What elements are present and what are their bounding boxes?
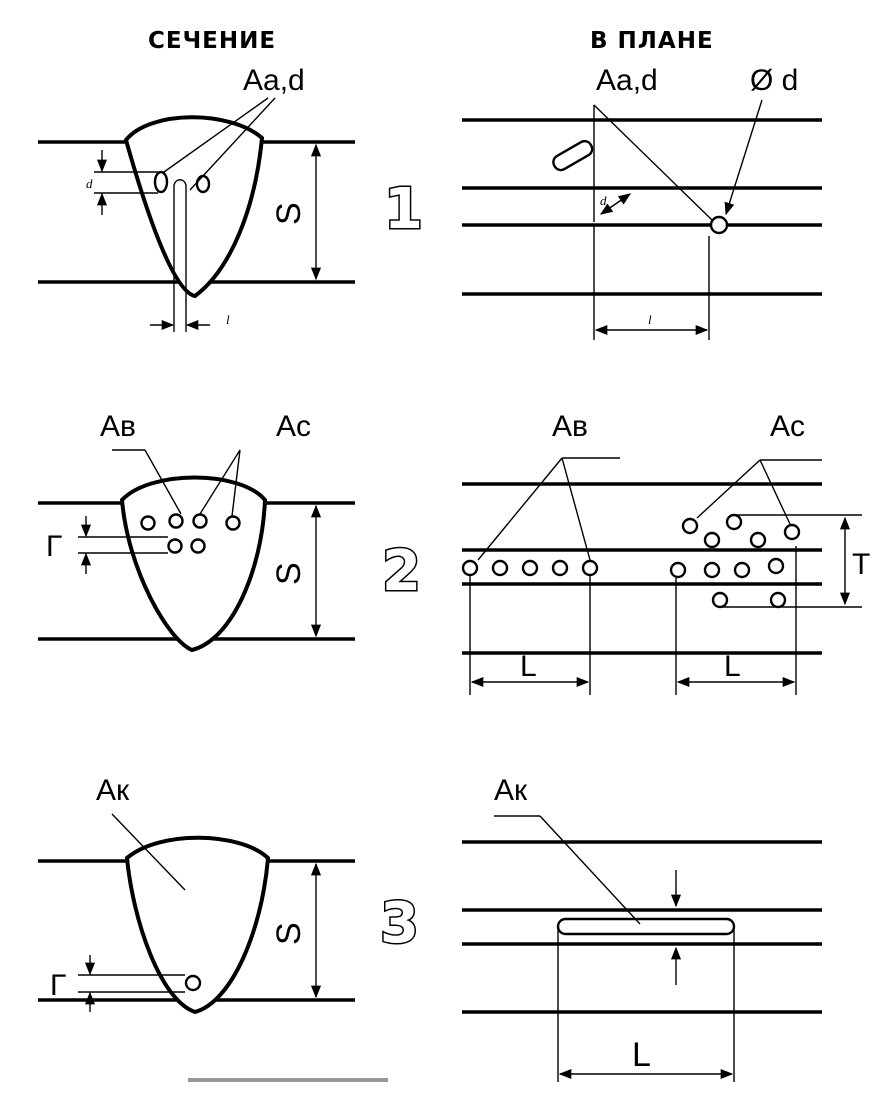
pore [192,513,208,529]
pore [711,591,729,609]
label-ak-plan: Ак [494,774,528,807]
label-diameter: Ø d [750,64,798,97]
pore [767,557,785,575]
row3-section: Ак Г S [38,774,355,1015]
dim-d-label: d [86,176,93,191]
label-ac: Ас [276,410,311,443]
pore [703,531,721,549]
pore [581,559,599,577]
pore [769,591,787,609]
pore [669,561,687,579]
weld-bead [123,115,265,299]
leader-line [696,459,761,519]
leader-line [593,104,713,221]
leader-line [199,449,241,515]
row2-section: Ав Ас Г S [38,410,355,653]
pore [749,531,767,549]
pore [733,561,751,579]
leader-line [163,97,269,173]
dim-s-label: S [270,202,308,225]
leader-line [111,813,186,891]
row1-number: 1 [384,177,423,242]
crack-top [173,179,187,186]
dim-d-label: d [600,193,607,208]
pore [140,515,156,531]
label-aad-plan: Aa,d [596,64,658,97]
leader-line [477,457,563,561]
header-plan: В ПЛАНЕ [590,28,714,54]
row1-plan: Aa,d Ø d d l [462,64,822,340]
header-section: СЕЧЕНИЕ [148,28,276,54]
pore [725,513,743,531]
pore-elongated [153,170,169,194]
row2-number: 2 [382,539,421,604]
dim-g-label: Г [50,969,66,1002]
pore [491,559,509,577]
weld-bead [119,475,268,653]
label-ak: Ак [96,774,130,807]
leader-line [189,97,276,191]
dim-l-label: l [226,312,230,327]
label-av: Ав [100,410,136,443]
leader-line [561,457,591,561]
label-aad: Aa,d [243,64,305,97]
leader-line [144,449,182,515]
pore [190,538,206,554]
elongated-cavity [556,917,736,936]
weld-bead [124,835,271,1015]
dim-l2-label: L [724,650,741,683]
diameter-arrow [724,99,763,216]
row2-plan: Ав Ас T L L [461,410,870,695]
dim-l-label: L [632,1036,651,1074]
dim-l-label: l [648,312,652,327]
pore [184,974,202,992]
pore [225,515,241,531]
pore-round [709,215,729,235]
pore [783,523,801,541]
leader-line [539,815,641,925]
pore [681,517,699,535]
row3-plan: Ак L [462,774,822,1082]
row3-number: 3 [380,891,419,956]
pore [521,559,539,577]
pore [461,559,479,577]
leader-line [231,449,241,517]
row1-section: Aa,d d S l [38,64,355,332]
pore-elongated [552,139,594,172]
pore [703,561,721,579]
pore [168,513,184,529]
illegible-caption [188,1078,388,1082]
label-ac-plan: Ас [770,410,805,443]
dim-d-line [599,193,632,215]
leader-line [759,459,791,525]
dim-g-label: Г [46,530,62,563]
dim-s-label: S [270,922,308,945]
pore-round [195,174,211,194]
label-av-plan: Ав [552,410,588,443]
dim-l1-label: L [520,650,537,683]
dim-t-label: T [852,548,870,581]
pore [551,559,569,577]
dim-s-label: S [270,562,308,585]
pore [167,538,183,554]
